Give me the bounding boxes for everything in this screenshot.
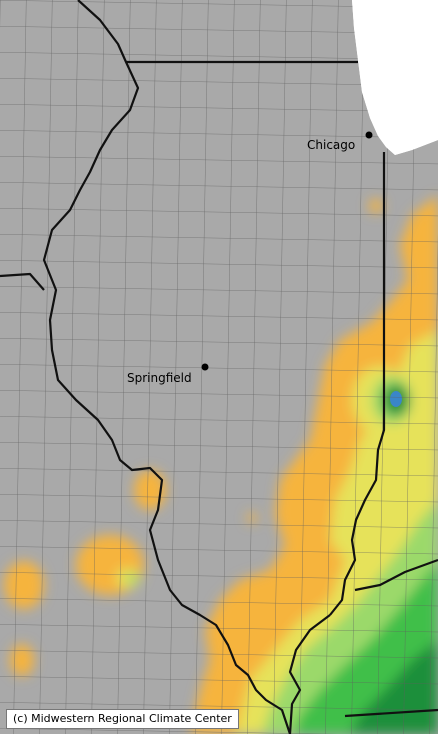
lake-michigan-cover [352, 0, 438, 155]
border-ohio-river [288, 614, 331, 734]
springfield-dot [201, 363, 209, 371]
border-in-ky [354, 558, 438, 592]
city-label-chicago: Chicago [307, 138, 355, 152]
chicago-dot [365, 131, 373, 139]
credit-label: (c) Midwestern Regional Climate Center [6, 709, 239, 729]
border-in-il [329, 152, 386, 616]
city-label-springfield: Springfield [127, 371, 192, 385]
border-tn [344, 708, 438, 718]
border-ia-mo [0, 272, 45, 291]
border-mississippi [42, 0, 292, 734]
